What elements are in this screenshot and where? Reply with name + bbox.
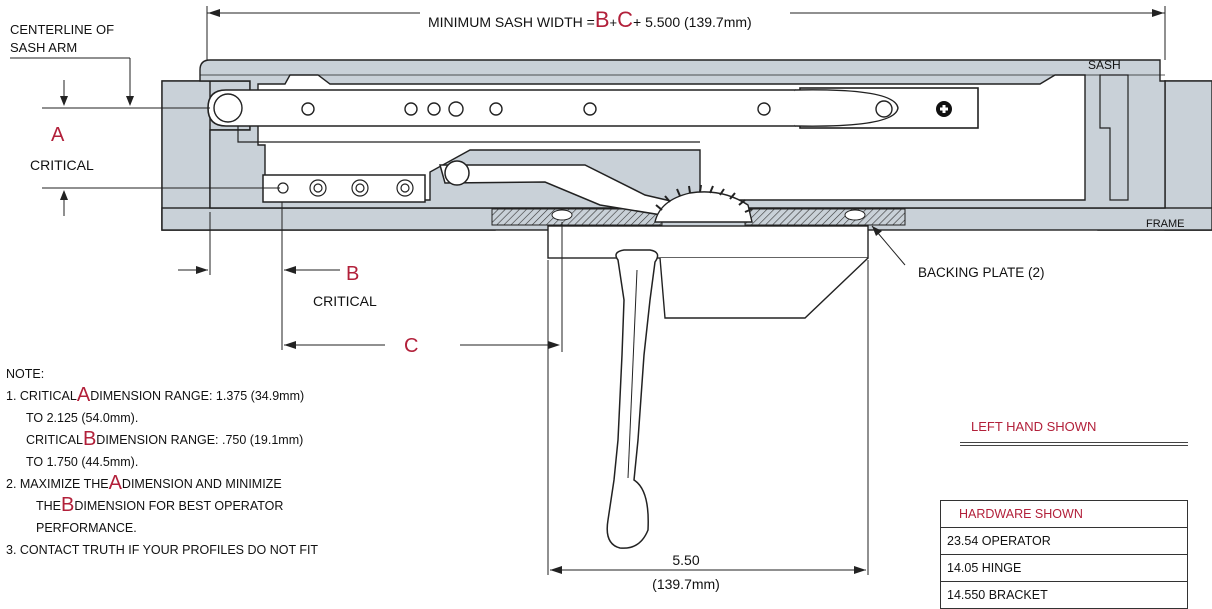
hardware-table: HARDWARE SHOWN 23.54 OPERATOR 14.05 HING… (940, 500, 1188, 609)
note-1-b: CRITICALBDIMENSION RANGE: .750 (19.1mm) (26, 428, 304, 450)
operator-width-mm: (139.7mm) (652, 576, 720, 592)
operator-width-in: 5.50 (672, 552, 699, 568)
dimension-c-letter: C (404, 335, 418, 357)
double-rule (960, 442, 1188, 446)
link-pivot (444, 160, 470, 186)
notes-heading: NOTE: (6, 367, 45, 381)
note-1: 1. CRITICALADIMENSION RANGE: 1.375 (34.9… (6, 384, 305, 406)
operator-base (547, 225, 869, 259)
frame-left-jamb (161, 80, 211, 231)
sash-label: SASH (1088, 58, 1121, 72)
notes-block: NOTE: 1. CRITICALADIMENSION RANGE: 1.375… (6, 363, 346, 561)
dimension-arrows (60, 9, 1164, 574)
dimension-a-critical: CRITICAL (30, 157, 94, 173)
dimension-b-letter: B (346, 263, 359, 285)
hardware-row: 14.550 BRACKET (940, 581, 1188, 609)
note-2-cont: THEBDIMENSION FOR BEST OPERATOR (36, 494, 284, 516)
note-1-b-cont: TO 1.750 (44.5mm). (26, 455, 139, 469)
note-2: 2. MAXIMIZE THEADIMENSION AND MINIMIZE (6, 472, 282, 494)
note-2-end: PERFORMANCE. (36, 521, 137, 535)
min-sash-width-label: MINIMUM SASH WIDTH =B+C+ 5.500 (139.7mm) (428, 7, 752, 32)
crank-ridge (627, 269, 638, 479)
left-hand-shown-label: LEFT HAND SHOWN (971, 419, 1097, 434)
plate-screw-left (551, 209, 573, 221)
note-3: 3. CONTACT TRUTH IF YOUR PROFILES DO NOT… (6, 543, 319, 557)
centerline-label-2: SASH ARM (10, 40, 77, 55)
sash-arm-rail (237, 126, 700, 143)
note-1-cont: TO 2.125 (54.0mm). (26, 411, 139, 425)
sash-arm (207, 89, 809, 127)
bracket-screws (277, 179, 414, 197)
dimension-a-letter: A (51, 124, 65, 146)
left-hand-shown: LEFT HAND SHOWN (960, 419, 1188, 446)
phillips-screw-icon (936, 101, 952, 117)
hardware-row: 23.54 OPERATOR (940, 527, 1188, 555)
backing-plate-label: BACKING PLATE (2) (918, 265, 1045, 280)
hardware-row: 14.05 HINGE (940, 554, 1188, 582)
frame-label: FRAME (1146, 218, 1185, 230)
dimension-b-critical: CRITICAL (313, 293, 377, 309)
sash-arm-end (794, 89, 899, 127)
arm-rivets (213, 93, 893, 123)
backing-plate-right (744, 208, 906, 226)
hardware-table-title: HARDWARE SHOWN (940, 500, 1188, 528)
plate-screw-right (844, 209, 866, 221)
gear-teeth (655, 184, 753, 213)
crank-handle (606, 249, 659, 549)
centerline-label-1: CENTERLINE OF (10, 22, 114, 37)
operator-housing (659, 257, 869, 319)
